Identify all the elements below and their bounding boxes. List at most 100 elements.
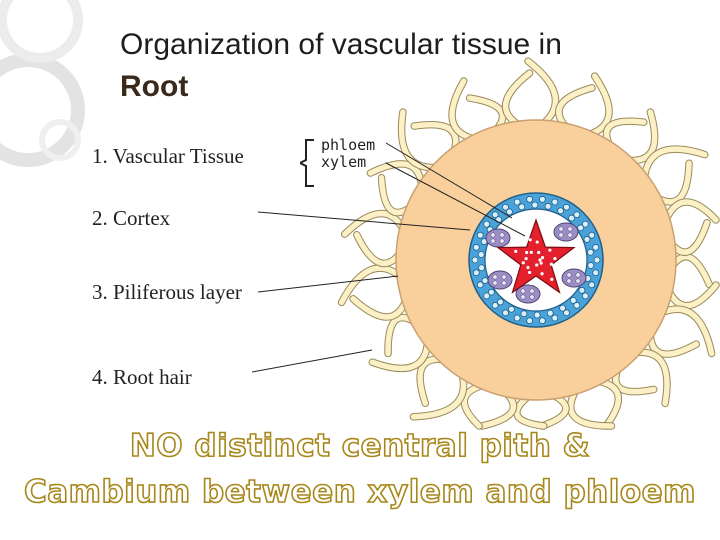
endodermis-cell (592, 269, 600, 277)
phloem-cell (558, 226, 564, 232)
phloem-cell (499, 232, 505, 238)
root-hair-fill (568, 387, 615, 429)
endodermis-cell (520, 310, 528, 318)
note-line-2: Cambium between xylem and phloem (23, 473, 696, 511)
root-hair (397, 108, 441, 172)
root-hair-fill (641, 146, 708, 181)
phloem-cell (520, 288, 526, 294)
phloem-cell (558, 232, 564, 238)
endodermis-cell (531, 201, 539, 209)
endodermis-cells (471, 195, 601, 325)
endodermis-cell (491, 301, 499, 309)
endodermis-cell (472, 243, 480, 251)
xylem-vessel (540, 256, 545, 260)
endodermis-cell (588, 231, 596, 239)
root-hair-fill (654, 160, 692, 205)
phloem-cell (520, 294, 526, 300)
endodermis-cell (551, 198, 559, 206)
label-piliferous-layer: 3. Piliferous layer (92, 280, 242, 304)
root-cross-section-diagram (251, 57, 720, 430)
endodermis-cell (508, 305, 515, 313)
endodermis-cell (557, 207, 564, 215)
endodermis-cell (573, 301, 581, 309)
endodermis-cell (483, 292, 491, 300)
endodermis-cell (472, 269, 480, 277)
label-xylem: xylem (321, 153, 367, 171)
xylem-vessel (553, 256, 557, 261)
endodermis-cell (476, 281, 484, 289)
phloem-cell (567, 232, 573, 238)
endodermis-cell (476, 231, 484, 239)
phloem-bundle (561, 268, 587, 288)
phloem-cell (490, 232, 496, 238)
root-hair-fill (586, 73, 612, 138)
note-line-1: NO distinct central pith & (129, 427, 591, 465)
phloem-cell (492, 280, 498, 286)
endodermis-cell (487, 288, 495, 296)
phloem-cell (492, 274, 498, 280)
xylem-vessel (545, 241, 550, 246)
endodermis-cell (573, 211, 581, 219)
endodermis-cell (593, 256, 601, 264)
endodermis-cell (578, 286, 586, 294)
xylem-vessel (539, 261, 543, 265)
label-vascular-tissue: 1. Vascular Tissue (92, 144, 244, 168)
phloem-cell (501, 274, 507, 280)
endodermis-cell (587, 248, 594, 256)
xylem-vessel (529, 281, 533, 286)
endodermis-cell (583, 236, 591, 243)
endodermis-cell (471, 256, 479, 264)
endodermis-cell (496, 298, 504, 306)
root-hair-fill (338, 265, 404, 306)
xylem-star (496, 218, 576, 294)
root-hair-fill (398, 109, 440, 171)
label-phloem: phloem (321, 136, 376, 154)
endodermis-cell (587, 262, 595, 269)
endodermis-cell (577, 224, 585, 232)
leader-line-phloem (385, 142, 513, 219)
label-cortex: 2. Cortex (92, 206, 171, 230)
endodermis-cell (526, 317, 534, 325)
phloem-cell (490, 238, 496, 244)
xylem-vessel (549, 262, 554, 266)
phloem-cell (566, 278, 572, 284)
endodermis-cell (533, 311, 541, 319)
endodermis-cell (563, 203, 570, 211)
endodermis-cell (502, 203, 509, 211)
xylem-vessel (538, 258, 542, 262)
leader-line-xylem (385, 162, 526, 237)
root-hair-fill (663, 199, 719, 223)
phloem-cell (566, 272, 572, 278)
phloem-bundle (553, 222, 579, 242)
endodermis-cell (513, 198, 521, 206)
endodermis-cell (568, 214, 576, 222)
xylem-vessel (548, 248, 552, 252)
label-root-hair: 4. Root hair (92, 365, 192, 389)
phloem-bundles (485, 222, 587, 304)
brace-icon (300, 139, 314, 187)
endodermis-cell (481, 277, 489, 284)
endodermis-cell (581, 220, 589, 228)
endodermis-cell (563, 309, 570, 317)
endodermis-cell (544, 202, 552, 210)
endodermis-cell (559, 304, 566, 312)
endodermis-cell (506, 208, 513, 216)
xylem-vessel (528, 270, 532, 275)
leader-line-root-hair (251, 349, 373, 373)
endodermis-cell (502, 309, 509, 317)
endodermis-cell (569, 296, 577, 304)
xylem-vessel (535, 263, 539, 267)
xylem-vessel (550, 277, 554, 281)
slide-title-emphasis: Root (120, 70, 189, 103)
leader-line-cortex (257, 211, 471, 231)
xylem-vessel (526, 265, 530, 270)
endodermis-cell (483, 220, 491, 228)
xylem-vessel (521, 261, 525, 265)
xylem-vessel (524, 257, 528, 261)
root-hair-fill (658, 306, 715, 357)
endodermis-cell (513, 314, 521, 322)
endodermis-cell (518, 203, 526, 211)
xylem-vessel (540, 272, 544, 276)
phloem-cell (575, 272, 581, 278)
phloem-bundle (485, 228, 511, 248)
